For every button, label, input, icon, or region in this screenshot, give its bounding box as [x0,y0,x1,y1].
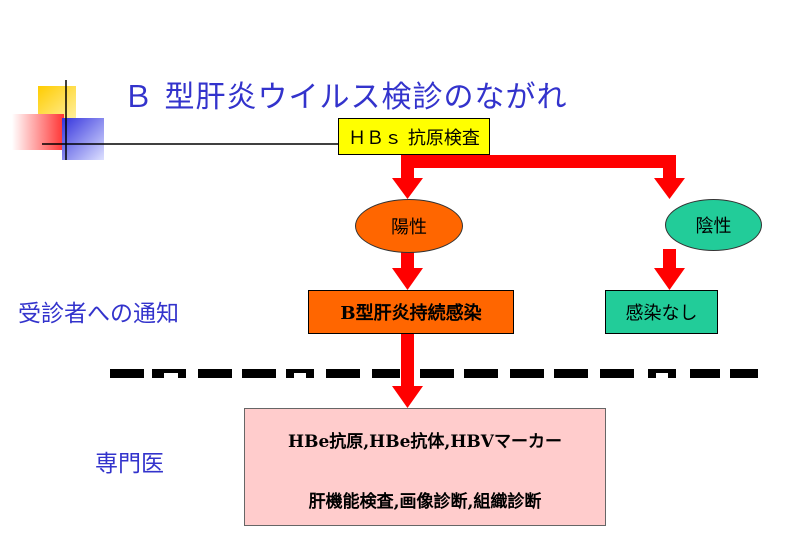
positive-node: 陽性 [355,199,463,253]
stem-positive-carrier [401,251,414,271]
branch-line [401,155,671,168]
arrow-to-positive [392,178,423,199]
flow-arrows [392,155,685,408]
stem-negative-noinfection [663,249,676,271]
arrow-to-specialist [392,386,423,408]
specialist-exam-line-2: 肝機能検査,画像診断,組織診断 [308,492,542,512]
stem-carrier-specialist [401,334,414,390]
specialist-exam-box: HBe抗原,HBe抗体,HBVマーカー 肝機能検査,画像診断,組織診断 [244,408,606,526]
arrow-to-carrier [392,268,423,290]
branch-right-stem [663,155,676,182]
slide-title: Ｂ 型肝炎ウイルス検診のながれ [123,80,568,115]
negative-node: 陰性 [665,199,762,251]
arrow-to-no-infection [654,268,685,290]
corner-logo-icon [12,80,338,160]
arrow-to-negative [654,178,685,199]
divider-dashed-line [110,369,758,378]
notify-examinee-label: 受診者への通知 [18,301,179,327]
stem-to-positive [401,155,414,182]
specialist-exam-line-1: HBe抗原,HBe抗体,HBVマーカー [288,432,562,452]
specialist-label: 専門医 [95,451,164,477]
carrier-infection-box: B型肝炎持続感染 [308,290,514,334]
no-infection-box: 感染なし [605,290,718,334]
hbs-antigen-test-box: ＨＢｓ 抗原検査 [338,118,490,155]
